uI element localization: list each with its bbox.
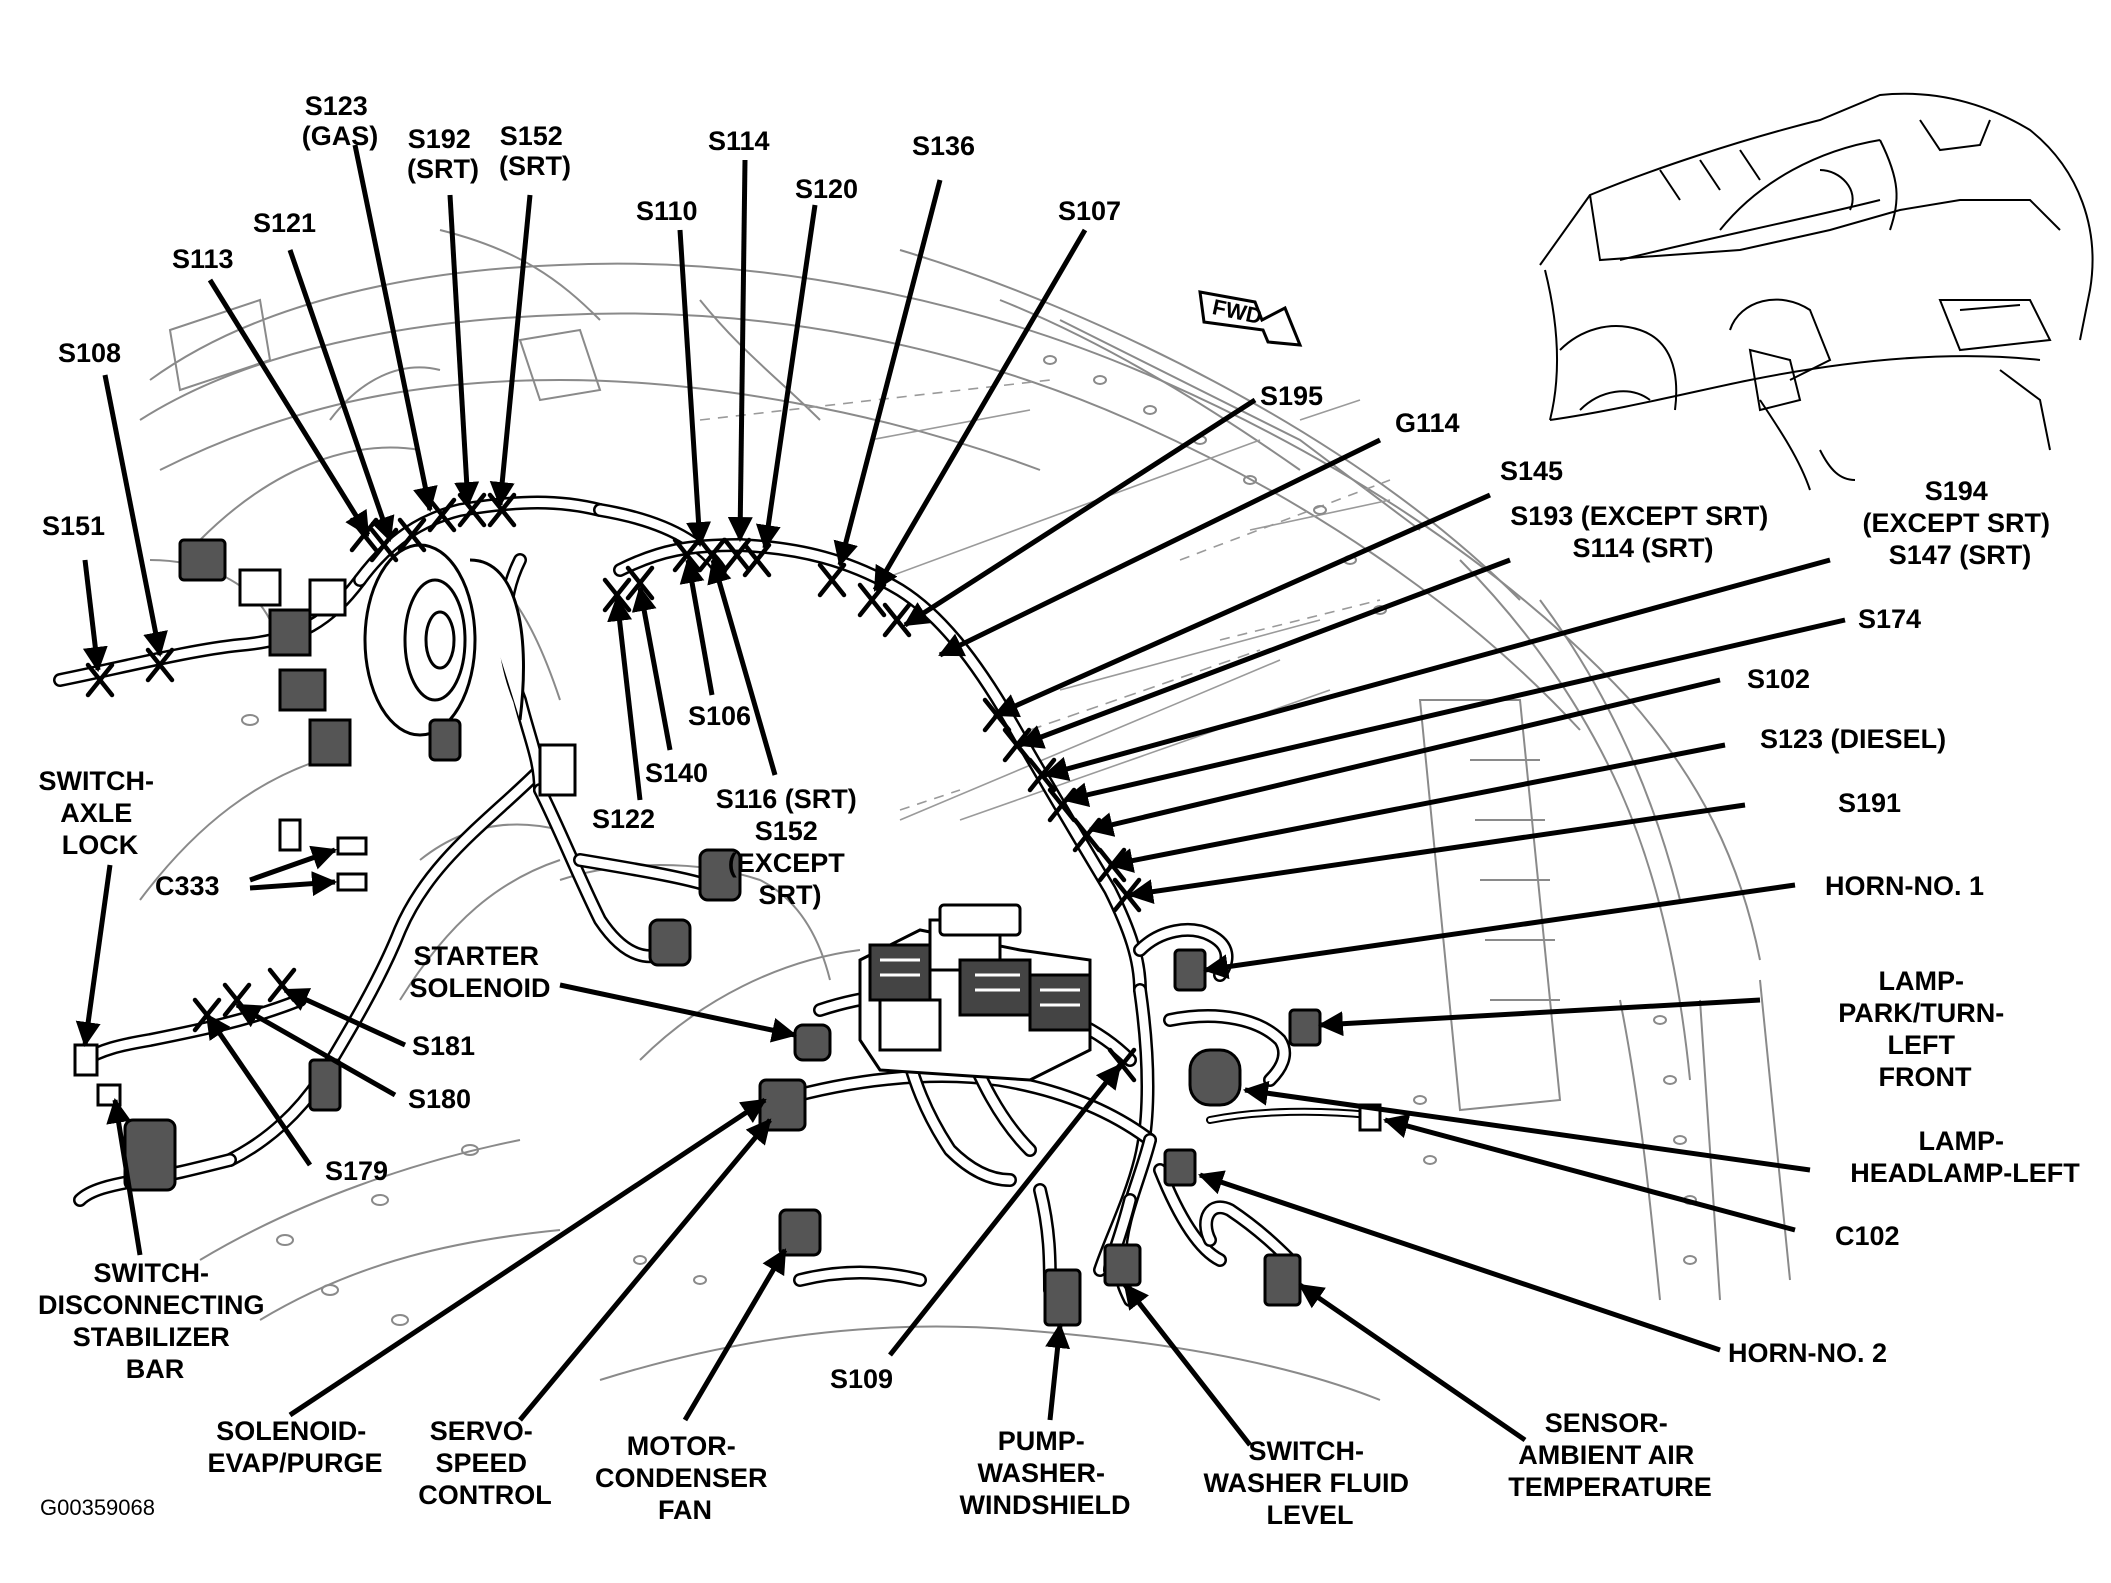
label-motor-condenser: MOTOR- CONDENSER FAN xyxy=(595,1431,775,1525)
label-servo-speed: SERVO- SPEED CONTROL xyxy=(418,1416,551,1510)
label-solenoid-evap: SOLENOID- EVAP/PURGE xyxy=(207,1416,382,1478)
label-starter-solenoid: STARTER SOLENOID xyxy=(409,941,550,1003)
relay-fuse-block xyxy=(858,918,1092,1082)
connector-switch-disconnecting xyxy=(123,1118,177,1192)
label-sensor-ambient: SENSOR- AMBIENT AIR TEMPERATURE xyxy=(1508,1408,1712,1502)
connector-switch-washer xyxy=(1103,1243,1142,1287)
label-s109: S109 xyxy=(830,1364,893,1394)
connector-center-1 xyxy=(698,848,742,902)
connector-switch-axle-lock xyxy=(73,1043,99,1077)
label-switch-axle: SWITCH- AXLE LOCK xyxy=(39,766,162,860)
diagram-code: G00359068 xyxy=(40,1495,155,1520)
label-s120: S120 xyxy=(795,174,858,204)
vehicle-inset-thumbnail xyxy=(1539,92,2094,491)
label-s180: S180 xyxy=(408,1084,471,1114)
label-pump-washer: PUMP- WASHER- WINDSHIELD xyxy=(960,1426,1131,1520)
label-switch-washer: SWITCH- WASHER FLUID LEVEL xyxy=(1203,1436,1416,1530)
label-s108: S108 xyxy=(58,338,121,368)
connector-c333-a xyxy=(336,836,368,856)
label-s192-srt: S192 (SRT) xyxy=(407,124,479,184)
connector-pump-washer xyxy=(1043,1268,1082,1327)
connector-s179 xyxy=(308,1058,342,1112)
label-switch-disconnecting: SWITCH- DISCONNECTING STABILIZER BAR xyxy=(38,1258,272,1384)
label-s113: S113 xyxy=(172,244,234,274)
label-s107: S107 xyxy=(1058,196,1121,226)
label-s121: S121 xyxy=(253,208,316,238)
label-lamp-headlamp: LAMP- HEADLAMP-LEFT xyxy=(1850,1126,2080,1188)
label-s145: S145 xyxy=(1500,456,1563,486)
connector-sensor-ambient xyxy=(1263,1253,1302,1307)
connector-c102 xyxy=(1358,1103,1382,1132)
label-s116: S116 (SRT) S152 (EXCEPT SRT) xyxy=(716,784,865,910)
forward-direction-indicator: FWD xyxy=(1198,290,1303,347)
diagram-labels: S123 (GAS) S192 (SRT) S152 (SRT) S121 S1… xyxy=(38,91,2080,1530)
connector-top-left-cluster xyxy=(178,538,352,767)
label-s102: S102 xyxy=(1747,664,1810,694)
connector-motor-condenser xyxy=(778,1208,822,1257)
label-s151: S151 xyxy=(42,511,105,541)
label-s194: S194 (EXCEPT SRT) S147 (SRT) xyxy=(1862,476,2057,570)
label-s123-diesel: S123 (DIESEL) xyxy=(1760,724,1946,754)
label-lamp-park: LAMP- PARK/TURN- LEFT FRONT xyxy=(1838,966,2012,1092)
leader-lines xyxy=(75,144,1846,1447)
label-c102: C102 xyxy=(1835,1221,1900,1251)
connector-near-starter xyxy=(428,718,462,762)
vehicle-body-background xyxy=(139,229,1791,1401)
label-g114: G114 xyxy=(1395,408,1460,438)
label-s106: S106 xyxy=(688,701,751,731)
label-s179: S179 xyxy=(325,1156,388,1186)
label-s193: S193 (EXCEPT SRT) S114 (SRT) xyxy=(1510,501,1776,563)
connector-near-s122 xyxy=(538,743,577,797)
label-s140: S140 xyxy=(645,758,708,788)
label-horn-2: HORN-NO. 2 xyxy=(1728,1338,1887,1368)
starter-motor xyxy=(363,543,525,737)
connector-horn-1 xyxy=(1173,948,1207,992)
label-s152-srt: S152 (SRT) xyxy=(499,121,571,181)
label-s191: S191 xyxy=(1838,788,1901,818)
connectors xyxy=(73,538,1382,1327)
label-s114: S114 xyxy=(708,126,770,156)
label-s110: S110 xyxy=(636,196,698,226)
label-s136: S136 xyxy=(912,131,975,161)
connector-lamp-park xyxy=(1288,1008,1322,1047)
connector-switch-axle-upper xyxy=(278,818,302,852)
connector-lamp-headlamp xyxy=(1188,1048,1242,1107)
connector-center-2 xyxy=(648,918,692,967)
label-s122: S122 xyxy=(592,804,655,834)
connector-c333-b xyxy=(336,872,368,892)
label-s195: S195 xyxy=(1260,381,1323,411)
label-horn-1: HORN-NO. 1 xyxy=(1825,871,1984,901)
connector-starter-solenoid xyxy=(793,1023,832,1062)
connector-horn-2 xyxy=(1163,1148,1197,1187)
label-c333: C333 xyxy=(155,871,220,901)
label-s123-gas: S123 (GAS) xyxy=(302,91,379,151)
connector-top-of-block xyxy=(938,903,1022,937)
label-s181: S181 xyxy=(412,1031,475,1061)
label-s174: S174 xyxy=(1858,604,1921,634)
